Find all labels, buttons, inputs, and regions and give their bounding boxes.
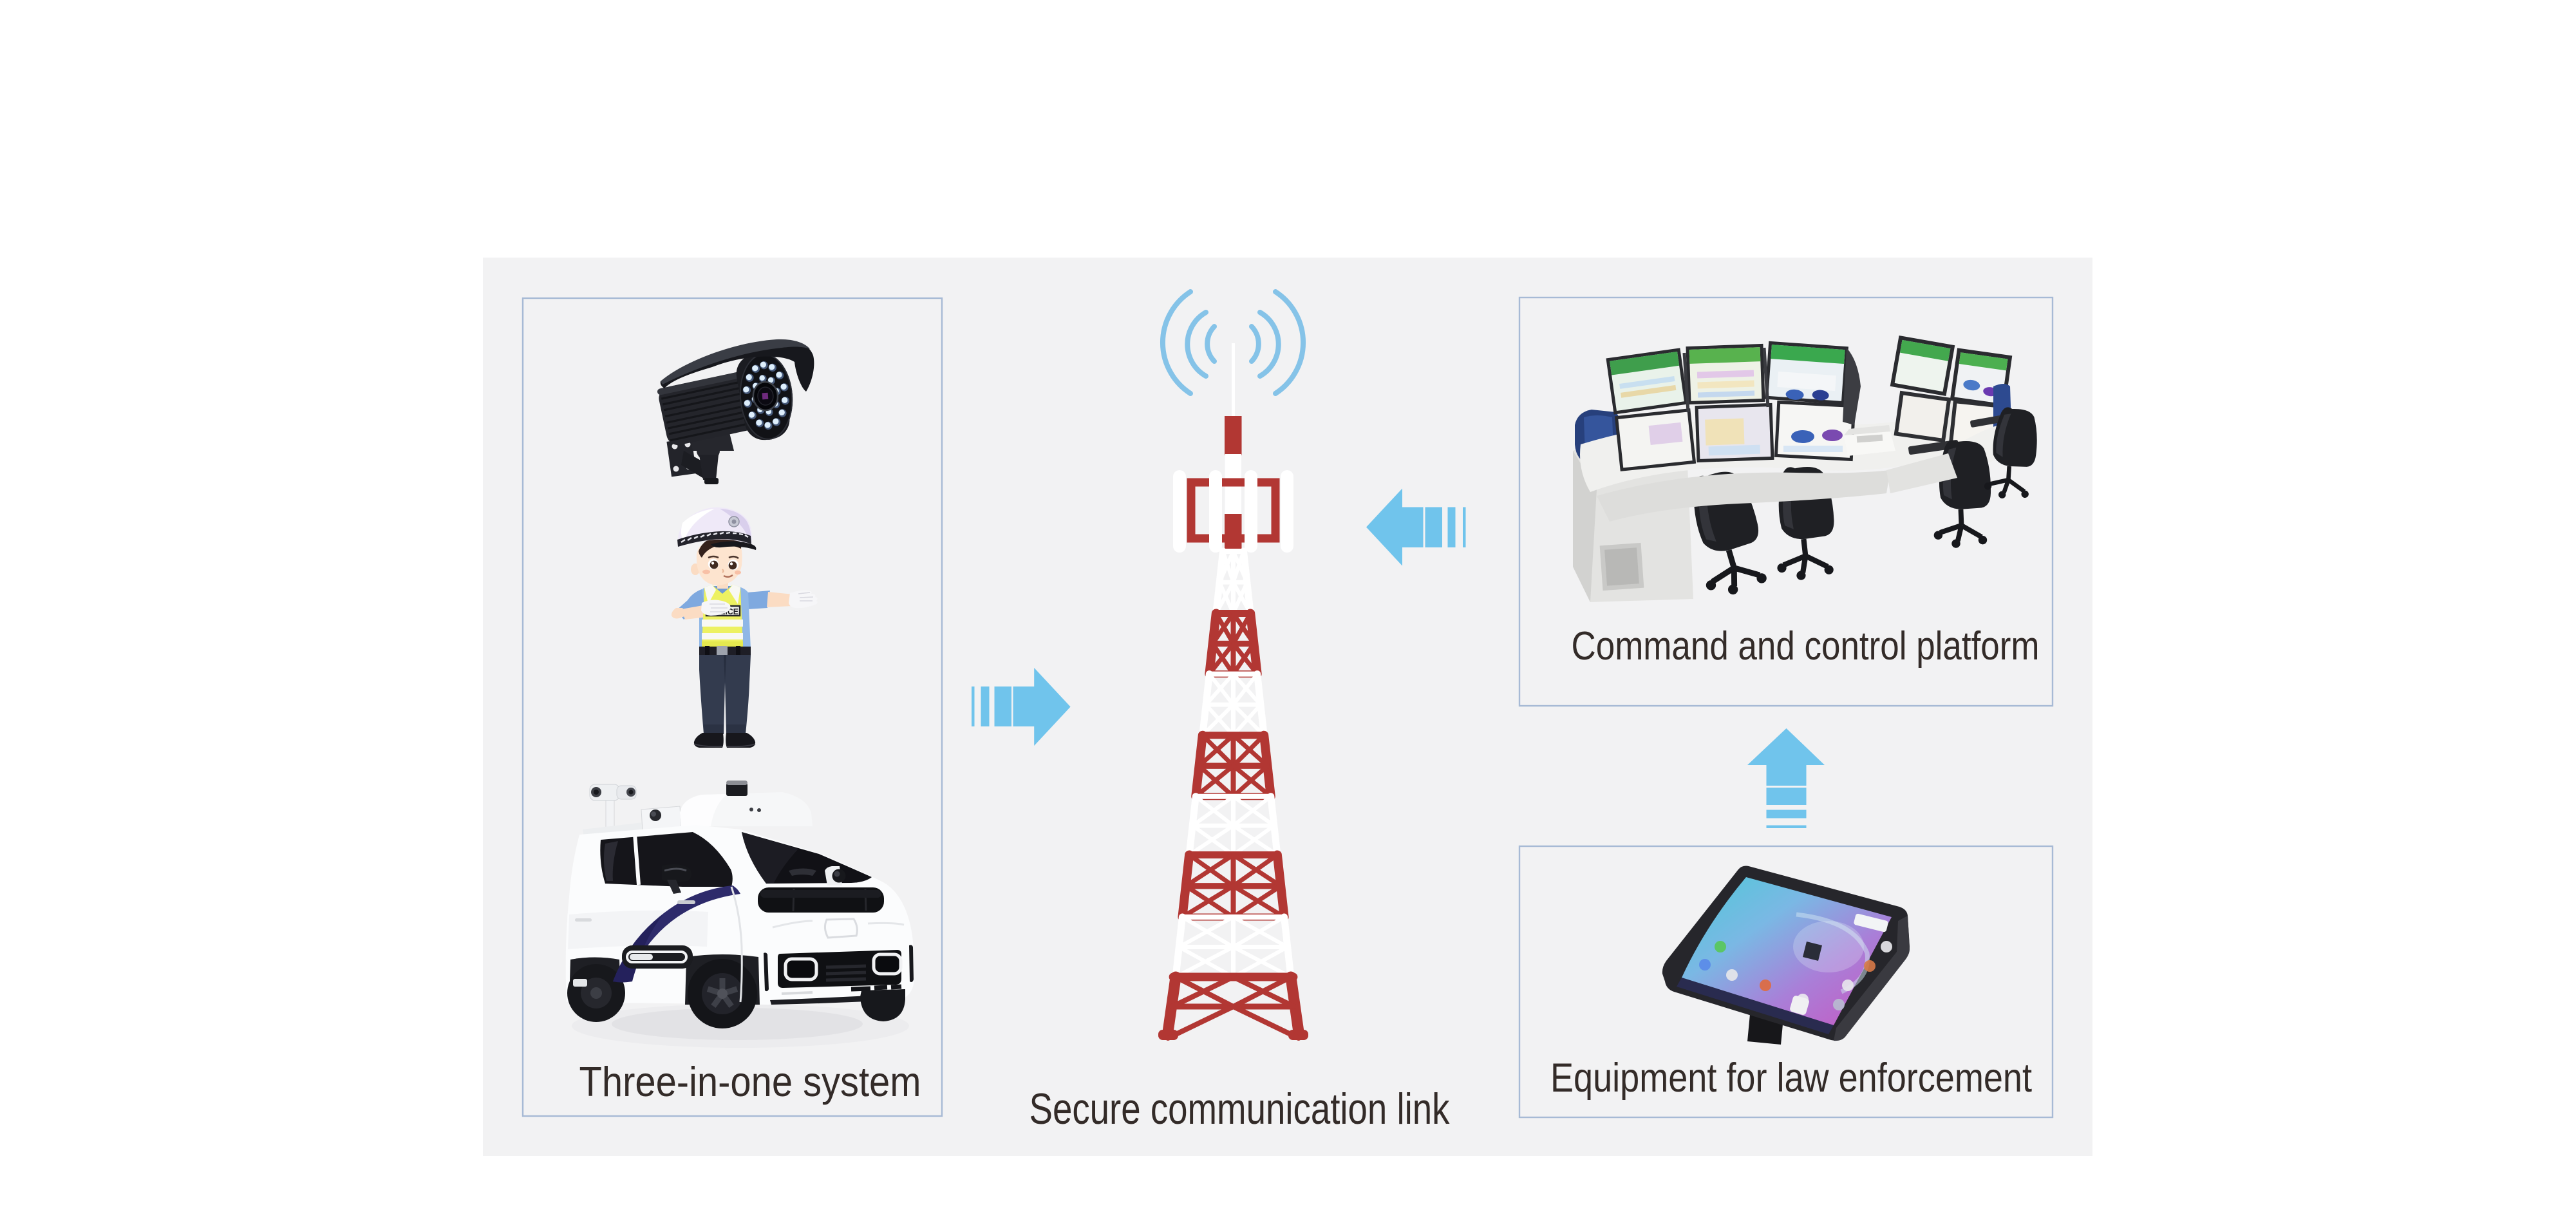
svg-text:Command and control platform: Command and control platform xyxy=(1572,624,2040,668)
svg-text:Three-in-one system: Three-in-one system xyxy=(579,1058,921,1105)
svg-text:Secure communication link: Secure communication link xyxy=(1029,1084,1451,1133)
svg-text:Equipment for law enforcement: Equipment for law enforcement xyxy=(1550,1056,2032,1101)
